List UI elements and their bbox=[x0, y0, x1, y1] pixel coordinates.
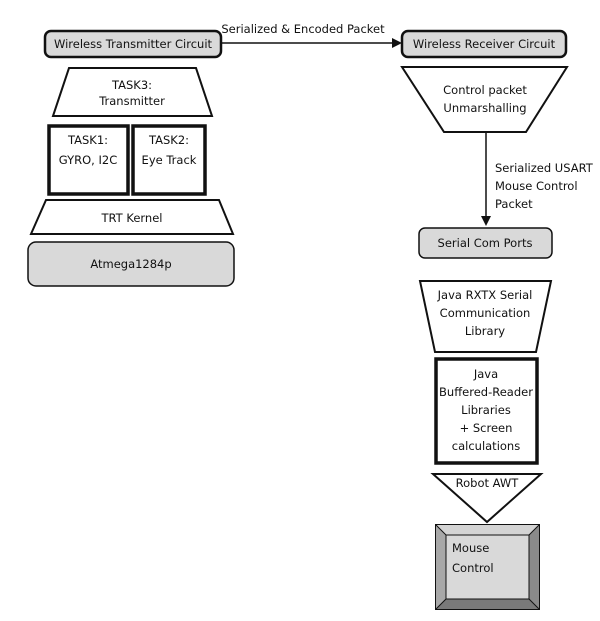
robot-awt-label: Robot AWT bbox=[456, 476, 520, 490]
mouse-control-node: Mouse Control bbox=[435, 524, 540, 610]
wireless-transmitter-circuit-node: Wireless Transmitter Circuit bbox=[43, 29, 223, 59]
link-edge: Serialized & Encoded Packet bbox=[221, 22, 402, 48]
task3-transmitter-node: TASK3: Transmitter bbox=[51, 67, 214, 117]
task3-label-line1: TASK3: bbox=[111, 78, 152, 92]
rxtx-label-line3: Library bbox=[465, 324, 505, 338]
link-label: Serialized & Encoded Packet bbox=[221, 22, 385, 36]
usart-label-line1: Serialized USART bbox=[495, 161, 594, 175]
reader-label-line3: Libraries bbox=[461, 403, 511, 417]
reader-label-line2: Buffered-Reader bbox=[439, 385, 533, 399]
task2-label-line2: Eye Track bbox=[142, 153, 197, 167]
unmarshal-label-line1: Control packet bbox=[443, 83, 527, 97]
atmega-node: Atmega1284p bbox=[27, 241, 235, 287]
task2-label-line1: TASK2: bbox=[148, 133, 189, 147]
wireless-transmitter-label: Wireless Transmitter Circuit bbox=[54, 37, 213, 51]
trt-kernel-label: TRT Kernel bbox=[101, 211, 163, 225]
mouse-label-line1: Mouse bbox=[452, 541, 489, 555]
serial-ports-label: Serial Com Ports bbox=[438, 236, 533, 250]
buffered-reader-node: Java Buffered-Reader Libraries + Screen … bbox=[434, 357, 539, 465]
task2-eye-track-node: TASK2: Eye Track bbox=[131, 124, 207, 196]
atmega-label: Atmega1284p bbox=[90, 257, 171, 271]
reader-label-line5: calculations bbox=[452, 439, 520, 453]
java-rxtx-node: Java RXTX Serial Communication Library bbox=[418, 280, 553, 353]
rxtx-label-line2: Communication bbox=[440, 306, 531, 320]
rxtx-label-line1: Java RXTX Serial bbox=[437, 288, 533, 302]
task3-label-line2: Transmitter bbox=[98, 94, 165, 108]
reader-label-line4: + Screen bbox=[460, 421, 513, 435]
wireless-receiver-circuit-node: Wireless Receiver Circuit bbox=[400, 29, 568, 59]
usart-edge: Serialized USART Mouse Control Packet bbox=[481, 133, 594, 226]
task1-label-line1: TASK1: bbox=[67, 133, 108, 147]
mouse-label-line2: Control bbox=[452, 561, 494, 575]
unmarshalling-node: Control packet Unmarshalling bbox=[400, 66, 569, 133]
reader-label-line1: Java bbox=[473, 367, 498, 381]
usart-label-line2: Mouse Control bbox=[495, 179, 578, 193]
unmarshal-label-line2: Unmarshalling bbox=[443, 101, 526, 115]
robot-awt-node: Robot AWT bbox=[430, 473, 544, 524]
task1-gyro-node: TASK1: GYRO, I2C bbox=[47, 124, 130, 196]
serial-com-ports-node: Serial Com Ports bbox=[418, 227, 553, 259]
trt-kernel-node: TRT Kernel bbox=[29, 199, 235, 235]
usart-label-line3: Packet bbox=[495, 197, 533, 211]
wireless-receiver-label: Wireless Receiver Circuit bbox=[413, 37, 556, 51]
task1-label-line2: GYRO, I2C bbox=[59, 153, 117, 167]
